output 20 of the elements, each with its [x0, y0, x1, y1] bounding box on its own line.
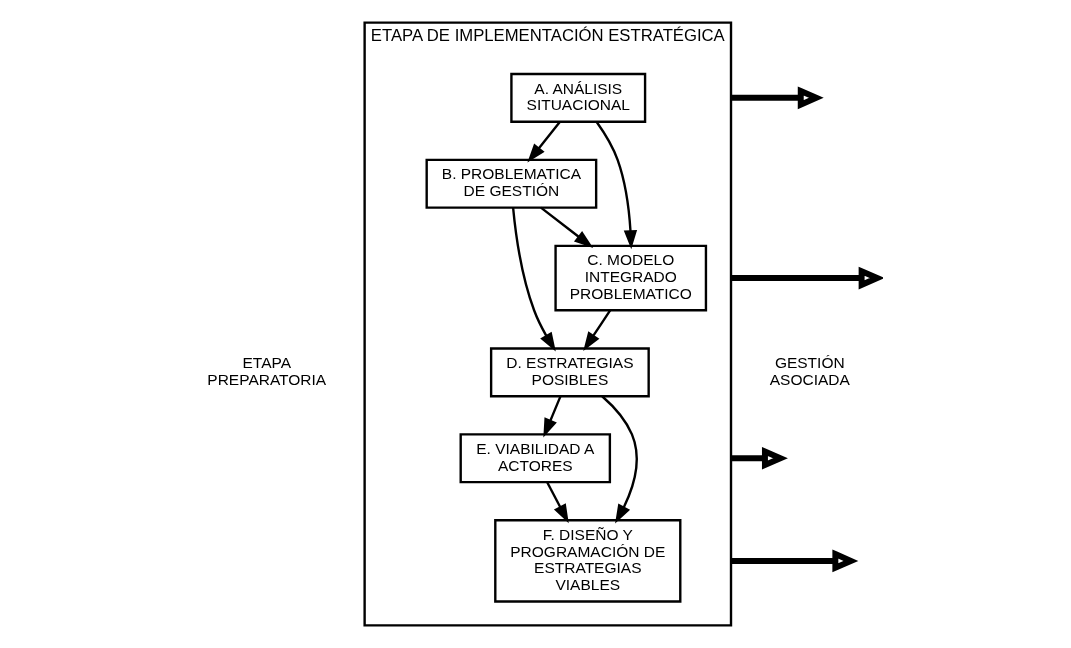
- arrow: [595, 121, 638, 250]
- label: ETAPA PREPARATORIA: [207, 354, 327, 388]
- arrow: [543, 395, 562, 438]
- node-box: F. DISEÑO Y PROGRAMACIÓN DE ESTRATEGIAS VIABLES: [494, 519, 682, 603]
- arrow: [731, 549, 859, 573]
- arrow: [540, 206, 594, 248]
- node-box: A. ANÁLISIS SITUACIONAL: [510, 72, 647, 123]
- node-box: C. MODELO INTEGRADO PROBLEMATICO: [554, 244, 708, 312]
- label: GESTIÓN ASOCIADA: [769, 354, 850, 388]
- arrow: [527, 121, 561, 163]
- arrow: [546, 481, 569, 524]
- node-box: B. PROBLEMATICA DE GESTIÓN: [425, 158, 598, 209]
- arrow: [601, 395, 638, 524]
- arrow: [731, 266, 883, 290]
- arrow: [731, 86, 824, 110]
- arrow: [731, 446, 788, 470]
- arrow: [511, 207, 556, 352]
- node-box: E. VIABILIDAD A ACTORES: [459, 433, 612, 484]
- arrow: [583, 309, 612, 351]
- node-box: D. ESTRATEGIAS POSIBLES: [489, 347, 650, 398]
